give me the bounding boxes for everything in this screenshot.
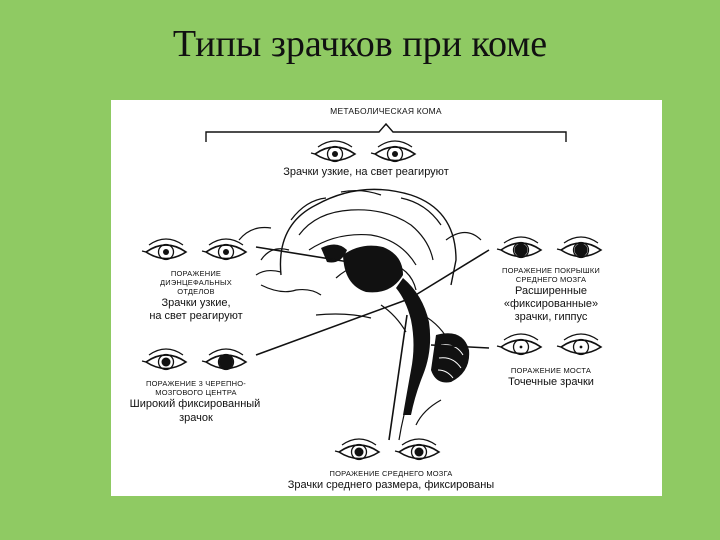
- diencephalic-desc-1: Зрачки узкие,: [136, 298, 256, 310]
- tectum-heading-2: СРЕДНЕГО МОЗГА: [486, 276, 616, 284]
- diagram-panel: МЕТАБОЛИЧЕСКАЯ КОМА Зрачки узкие, на све…: [111, 100, 662, 496]
- midbrain-heading: ПОРАЖЕНИЕ СРЕДНЕГО МОЗГА: [301, 470, 481, 478]
- eye-diencephalic-right: [202, 239, 246, 260]
- eye-diencephalic-left: [142, 239, 186, 260]
- eye-midbrain-left: [335, 439, 379, 460]
- metabolic-desc: Зрачки узкие, на свет реагируют: [251, 167, 481, 179]
- pons-heading: ПОРАЖЕНИЕ МОСТА: [491, 367, 611, 375]
- pons-desc: Точечные зрачки: [486, 377, 616, 389]
- midbrain-desc: Зрачки среднего размера, фиксированы: [261, 480, 521, 492]
- metabolic-heading: МЕТАБОЛИЧЕСКАЯ КОМА: [291, 107, 481, 116]
- eye-pons-left: [497, 334, 541, 355]
- eye-metabolic-left: [311, 141, 355, 162]
- eye-tectum-left: [497, 237, 541, 258]
- eye-midbrain-right: [395, 439, 439, 460]
- diencephalic-desc-2: на свет реагируют: [131, 311, 261, 323]
- tectum-heading-1: ПОРАЖЕНИЕ ПОКРЫШКИ: [486, 267, 616, 275]
- tectum-desc-3: зрачки, гиппус: [486, 312, 616, 324]
- thalamus-region: [343, 246, 403, 293]
- brain-illustration: [239, 189, 481, 440]
- tectum-desc-2: «фиксированные»: [486, 299, 616, 311]
- diencephalic-heading-2: ДИЭНЦЕФАЛЬНЫХ: [141, 279, 251, 287]
- slide-title: Типы зрачков при коме: [0, 22, 720, 66]
- eye-third-nerve-right: [202, 349, 246, 370]
- third-nerve-heading-2: МОЗГОВОГО ЦЕНТРА: [131, 389, 261, 397]
- brainstem: [396, 278, 430, 415]
- third-nerve-heading-1: ПОРАЖЕНИЕ 3 ЧЕРЕПНО-: [131, 380, 261, 388]
- metabolic-bracket: [206, 124, 566, 142]
- eye-third-nerve-left: [142, 349, 186, 370]
- diencephalic-heading-1: ПОРАЖЕНИЕ: [141, 270, 251, 278]
- third-nerve-desc-1: Широкий фиксированный: [115, 399, 275, 411]
- third-nerve-desc-2: зрачок: [151, 413, 241, 425]
- eye-tectum-right: [557, 237, 601, 258]
- diencephalic-heading-3: ОТДЕЛОВ: [141, 288, 251, 296]
- tectum-desc-1: Расширенные: [486, 286, 616, 298]
- eye-metabolic-right: [371, 141, 415, 162]
- eye-pons-right: [557, 334, 601, 355]
